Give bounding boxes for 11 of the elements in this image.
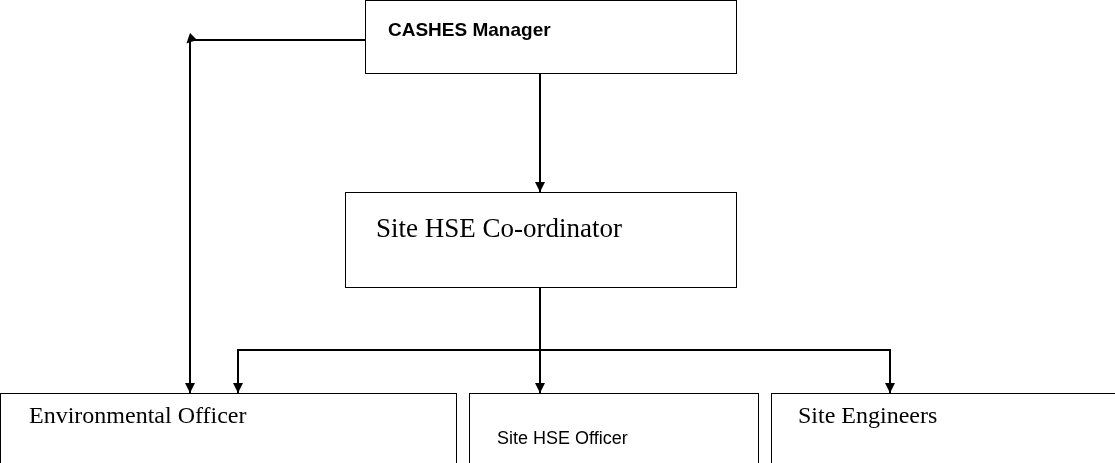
role-label: Environmental Officer	[29, 402, 247, 429]
role-box	[345, 192, 737, 288]
role-label: CASHES Manager	[388, 19, 551, 41]
role-box	[365, 0, 737, 74]
connector-arrow	[535, 73, 545, 193]
role-box	[0, 393, 457, 463]
role-label: Site HSE Co-ordinator	[376, 213, 622, 244]
role-box	[469, 393, 759, 463]
role-label: Site Engineers	[798, 402, 938, 429]
role-label: Site HSE Officer	[497, 428, 628, 449]
connector-arrow	[185, 33, 366, 394]
